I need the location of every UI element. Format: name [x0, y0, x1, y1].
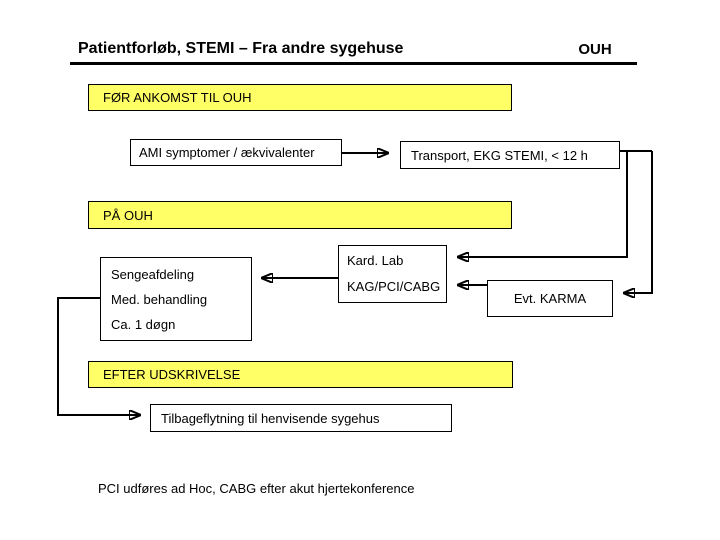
kard-lab-line1: Kard. Lab — [347, 253, 404, 268]
section-after-discharge-label: EFTER UDSKRIVELSE — [103, 367, 241, 382]
transport-box: Transport, EKG STEMI, < 12 h — [400, 141, 620, 169]
section-at-ouh-label: PÅ OUH — [103, 207, 153, 223]
ward-line2: Med. behandling — [111, 291, 208, 307]
section-after-discharge: EFTER UDSKRIVELSE — [88, 361, 513, 388]
page-title: Patientforløb, STEMI – Fra andre sygehus… — [78, 40, 404, 57]
ami-symptoms-label: AMI symptomer / ækvivalenter — [139, 145, 315, 160]
ward-line1: Sengeafdeling — [111, 266, 195, 282]
title-underline — [70, 62, 637, 65]
transport-label: Transport, EKG STEMI, < 12 h — [411, 147, 588, 163]
kard-lab-line2: KAG/PCI/CABG — [347, 279, 441, 294]
ward-line3: Ca. 1 døgn — [111, 316, 176, 332]
karma-box: Evt. KARMA — [487, 280, 613, 317]
footnote: PCI udføres ad Hoc, CABG efter akut hjer… — [98, 481, 415, 496]
arrow-transport-to-karma — [624, 151, 653, 293]
section-before-arrival: FØR ANKOMST TIL OUH — [88, 84, 512, 111]
section-before-arrival-label: FØR ANKOMST TIL OUH — [103, 90, 252, 105]
transfer-label: Tilbageflytning til henvisende sygehus — [161, 410, 380, 426]
karma-label: Evt. KARMA — [513, 291, 587, 306]
section-at-ouh: PÅ OUH — [88, 201, 512, 229]
ami-symptoms-box: AMI symptomer / ækvivalenter — [130, 139, 342, 166]
transfer-box: Tilbageflytning til henvisende sygehus — [150, 404, 452, 432]
ouh-logo: OUH — [578, 41, 612, 58]
kard-lab-box: Kard. Lab KAG/PCI/CABG — [338, 245, 447, 303]
ward-box: Sengeafdeling Med. behandling Ca. 1 døgn — [100, 257, 252, 341]
